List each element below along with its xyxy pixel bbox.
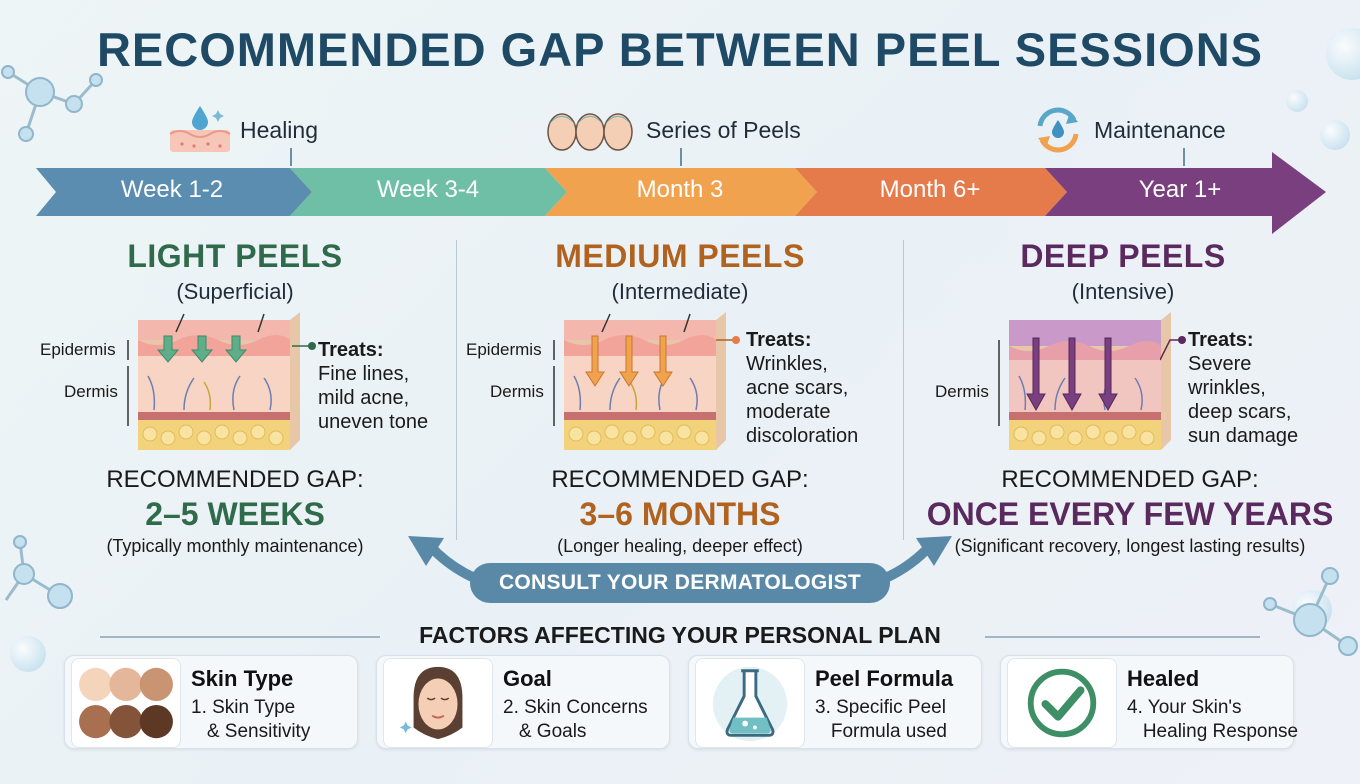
decor-bubble xyxy=(10,636,46,672)
decor-bubble xyxy=(1286,90,1308,112)
rec-value: ONCE EVERY FEW YEARS xyxy=(926,496,1334,532)
factor-desc: 3. Specific Peel Formula used xyxy=(815,697,947,742)
rec-value: 2–5 WEEKS xyxy=(145,496,325,532)
timeline-label: Month 6+ xyxy=(879,176,981,203)
peel-title: MEDIUM PEELS xyxy=(555,238,805,274)
layer-label-epidermis: Epidermis xyxy=(40,340,116,359)
timeline-segment[interactable] xyxy=(36,168,312,216)
treats-text: Wrinkles, acne scars, moderate discolora… xyxy=(746,353,859,447)
healing-skin-icon xyxy=(169,106,231,152)
factor-card-goal: Goal 2. Skin Concerns & Goals xyxy=(376,655,670,749)
face-icon xyxy=(383,658,493,748)
layer-label-dermis: Dermis xyxy=(64,382,118,401)
phase-label: Series of Peels xyxy=(646,116,801,143)
rec-note: (Typically monthly maintenance) xyxy=(106,536,364,556)
column-divider xyxy=(456,240,457,540)
timeline-label: Week 1-2 xyxy=(120,176,224,203)
skin-diagram-deep xyxy=(998,312,1171,450)
consult-banner: CONSULT YOUR DERMATOLOGIST xyxy=(470,563,890,603)
treats-medium: Treats: Wrinkles, acne scars, moderate d… xyxy=(746,328,858,448)
rec-label: RECOMMENDED GAP: xyxy=(1001,466,1259,493)
checkmark-icon xyxy=(1007,658,1117,748)
peel-subtitle: (Intensive) xyxy=(1071,279,1175,304)
treats-deep: Treats: Severe wrinkles, deep scars, sun… xyxy=(1188,328,1298,448)
treats-label: Treats: xyxy=(318,339,384,361)
timeline-segment[interactable] xyxy=(795,168,1067,216)
timeline-label: Week 3-4 xyxy=(376,176,480,203)
phase-maintenance: Maintenance xyxy=(1030,104,1226,156)
phase-healing: Healing xyxy=(168,104,318,156)
timeline-label: Year 1+ xyxy=(1138,176,1222,203)
peel-subtitle: (Superficial) xyxy=(176,279,294,304)
phase-tick xyxy=(1183,148,1185,166)
page-title: RECOMMENDED GAP BETWEEN PEEL SESSIONS xyxy=(96,23,1264,76)
pointer-dot-icon xyxy=(716,336,740,344)
factor-title: Peel Formula xyxy=(815,666,954,691)
factor-desc: 4. Your Skin's Healing Response xyxy=(1127,697,1299,742)
factor-card-healed: Healed 4. Your Skin's Healing Response xyxy=(1000,655,1298,749)
factor-card-peel-formula: Peel Formula 3. Specific Peel Formula us… xyxy=(688,655,982,749)
peel-subtitle: (Intermediate) xyxy=(611,279,749,304)
column-divider xyxy=(903,240,904,540)
timeline-arrow xyxy=(36,152,1326,234)
molecule-icon xyxy=(1,65,103,142)
molecule-icon xyxy=(1263,567,1358,656)
phase-label: Healing xyxy=(240,116,318,143)
peel-title: LIGHT PEELS xyxy=(127,238,343,274)
treats-text: Severe wrinkles, deep scars, sun damage xyxy=(1188,353,1299,447)
light-peels-header: LIGHT PEELS (Superficial) xyxy=(80,238,390,305)
layer-label-epidermis: Epidermis xyxy=(466,340,542,359)
phase-series: Series of Peels xyxy=(542,104,801,156)
timeline-segment[interactable] xyxy=(290,168,567,216)
treats-text: Fine lines, mild acne, uneven tone xyxy=(318,363,429,433)
phase-tick xyxy=(290,148,292,166)
skin-diagram-light xyxy=(127,312,300,450)
pointer-dot-icon xyxy=(292,342,316,350)
molecule-icon xyxy=(4,535,73,609)
treats-light: Treats: Fine lines, mild acne, uneven to… xyxy=(318,338,428,434)
treats-label: Treats: xyxy=(1188,329,1254,351)
rec-note: (Longer healing, deeper effect) xyxy=(557,536,803,556)
factors-rule-right xyxy=(985,636,1260,638)
rec-label: RECOMMENDED GAP: xyxy=(106,466,364,493)
factor-title: Skin Type xyxy=(191,666,294,691)
layer-label-dermis: Dermis xyxy=(935,382,989,401)
timeline-segment[interactable] xyxy=(1045,152,1326,234)
deep-peels-header: DEEP PEELS (Intensive) xyxy=(968,238,1278,305)
rec-label: RECOMMENDED GAP: xyxy=(551,466,809,493)
flask-icon xyxy=(695,658,805,748)
faces-icon xyxy=(547,113,633,151)
layer-label-dermis: Dermis xyxy=(490,382,544,401)
phase-tick xyxy=(680,148,682,166)
factor-title: Goal xyxy=(503,666,552,691)
factor-card-skin-type: Skin Type 1. Skin Type & Sensitivity xyxy=(64,655,358,749)
treats-label: Treats: xyxy=(746,329,812,351)
pointer-dot-icon xyxy=(1160,336,1186,361)
factors-rule-left xyxy=(100,636,380,638)
medium-peels-header: MEDIUM PEELS (Intermediate) xyxy=(525,238,835,305)
decor-bubble xyxy=(1326,28,1360,80)
factor-title: Healed xyxy=(1127,666,1200,691)
timeline-label: Month 3 xyxy=(636,176,724,203)
rec-value: 3–6 MONTHS xyxy=(579,496,781,532)
cycle-drop-icon xyxy=(1037,107,1079,153)
timeline-segment[interactable] xyxy=(545,168,817,216)
skin-tone-swatches-icon xyxy=(71,658,181,748)
factor-desc: 2. Skin Concerns & Goals xyxy=(503,697,648,742)
rec-note: (Significant recovery, longest lasting r… xyxy=(954,536,1306,556)
peel-title: DEEP PEELS xyxy=(1020,238,1226,274)
decor-bubble xyxy=(1320,120,1350,150)
phase-label: Maintenance xyxy=(1094,116,1226,143)
factors-heading: FACTORS AFFECTING YOUR PERSONAL PLAN xyxy=(419,622,941,648)
factor-desc: 1. Skin Type & Sensitivity xyxy=(191,697,311,742)
skin-diagram-medium xyxy=(553,312,726,450)
